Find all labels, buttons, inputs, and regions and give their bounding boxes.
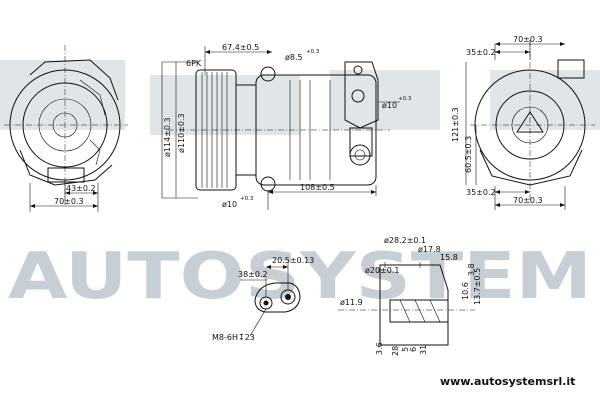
dim-phi8-5: ø8.5 — [285, 53, 303, 62]
dim-phi28-2: ø28.2±0.1 — [384, 236, 426, 245]
dim-38: 38±0.2 — [238, 270, 268, 279]
dim-70-top: 70±0.3 — [513, 35, 543, 44]
center-side-view: ø114±0.3 ø110±0.3 6PK 67.4±0.5 ø8.5 +0.3 — [161, 43, 412, 210]
dim-108: 108±0.5 — [300, 183, 335, 192]
dim-67-4: 67.4±0.5 — [222, 43, 259, 52]
dim-43: 43±0.2 — [66, 184, 96, 193]
thread-m8: M8-6H↧23 — [212, 333, 255, 342]
dim-5: 5 — [401, 347, 410, 352]
dim-70-bottom: 70±0.3 — [513, 196, 543, 205]
dim-phi10-right: ø10 — [382, 101, 397, 110]
dim-10-6: 10.6 — [461, 282, 470, 300]
watermark-text: AUTOSYSTEM — [8, 240, 592, 314]
dim-28: 28 — [391, 346, 400, 356]
dim-20-5: 20.5±0.13 — [272, 256, 314, 265]
belt-6pk: 6PK — [186, 59, 202, 68]
website-url: www.autosystemsrl.it — [440, 375, 575, 388]
dim-phi110: ø110±0.3 — [177, 113, 186, 153]
dim-phi17-8: ø17.8 — [418, 245, 441, 254]
dim-3-8: 3.8 — [467, 263, 476, 276]
dim-35-bottom: 35±0.2 — [466, 188, 496, 197]
dim-31: 31 — [419, 345, 428, 355]
dim-phi8-5-tol: +0.3 — [306, 49, 320, 55]
dim-15-8: 15.8 — [440, 253, 458, 262]
left-end-view: 43±0.2 70±0.3 — [4, 45, 128, 212]
port-detail: 38±0.2 20.5±0.13 M8-6H↧23 — [212, 256, 314, 342]
watermark: AUTOSYSTEM — [0, 60, 600, 314]
dim-3-6: 3.6 — [375, 342, 384, 355]
dim-phi114: ø114±0.3 — [163, 117, 172, 157]
dim-phi10-right-tol: +0.3 — [398, 96, 412, 102]
dim-70-left: 70±0.3 — [54, 197, 84, 206]
dim-phi10-bottom-tol: +0.3 — [240, 196, 254, 202]
dim-13-7: 13.7±0.5 — [473, 268, 482, 305]
dim-121: 121±0.3 — [451, 107, 460, 142]
dim-6: 6 — [409, 347, 418, 352]
right-end-view: 35±0.2 70±0.3 121±0.3 60.5±0.3 35±0.2 70… — [451, 35, 595, 210]
dim-35-top: 35±0.2 — [466, 48, 496, 57]
dim-60-5: 60.5±0.3 — [464, 136, 473, 173]
dim-phi11-9: ø11.9 — [340, 298, 363, 307]
dim-phi10-bottom: ø10 — [222, 200, 237, 209]
dim-phi20: ø20±0.1 — [365, 266, 400, 275]
section-detail: ø28.2±0.1 ø17.8 ø20±0.1 ø11.9 15.8 13.7±… — [338, 236, 482, 356]
